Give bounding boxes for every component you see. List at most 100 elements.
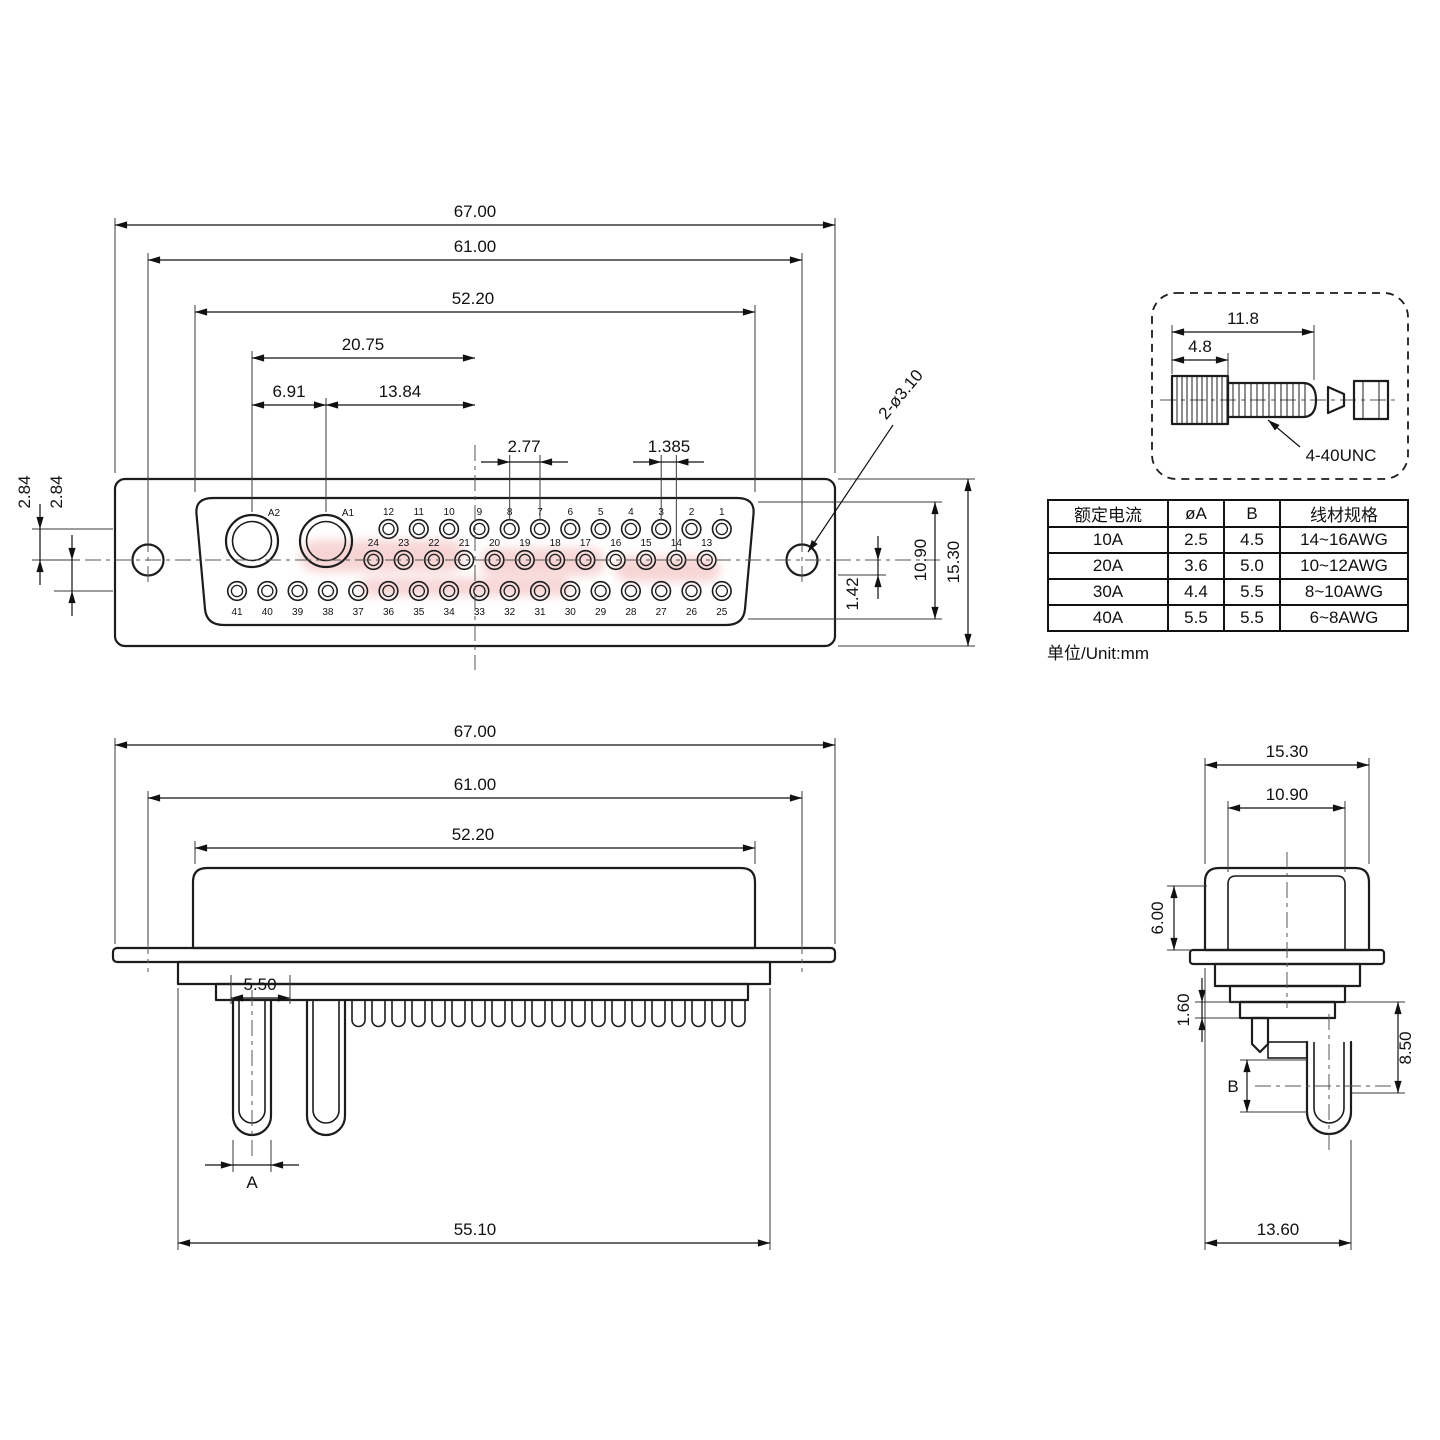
dim-front-face-height: 10.90 bbox=[911, 501, 939, 620]
pin-label-20: 20 bbox=[489, 538, 501, 549]
dim-side-cup-offset-label: 5.50 bbox=[243, 975, 276, 994]
spec-cell-3-3: 6~8AWG bbox=[1279, 604, 1409, 632]
spec-cell-0-1: 2.5 bbox=[1167, 526, 1225, 554]
screw-thread-lines bbox=[1232, 383, 1306, 417]
pin-10 bbox=[439, 518, 460, 540]
pin-hole-6 bbox=[564, 522, 577, 536]
pin-label-39: 39 bbox=[292, 607, 304, 618]
pin-label-24: 24 bbox=[368, 538, 380, 549]
pin-hole-12 bbox=[382, 522, 395, 536]
pin-label-37: 37 bbox=[353, 607, 365, 618]
pin-label-25: 25 bbox=[716, 607, 728, 618]
dim-profile-cup-length-label: 8.50 bbox=[1396, 1031, 1415, 1064]
dim-side-width-body-label: 52.20 bbox=[452, 825, 495, 844]
pin-41 bbox=[226, 580, 248, 602]
solder-cup-small bbox=[551, 1000, 566, 1028]
pin-25 bbox=[711, 580, 732, 602]
dim-side-cup-offset: 5.50 bbox=[230, 975, 291, 1002]
solder-cup-small bbox=[531, 1000, 546, 1028]
solder-cup-small bbox=[451, 1000, 466, 1028]
pin-label-30: 30 bbox=[565, 607, 577, 618]
pin-label-23: 23 bbox=[398, 538, 410, 549]
solder-cup-small bbox=[491, 1000, 506, 1028]
pin-label-11: 11 bbox=[414, 507, 425, 518]
dim-front-a1-center-label: 13.84 bbox=[379, 382, 422, 401]
dim-front-width-overall-label: 67.00 bbox=[454, 202, 497, 221]
dim-profile-front-depth: 6.00 bbox=[1148, 885, 1178, 951]
pin-4 bbox=[620, 518, 642, 540]
dim-front-row-pitch-lower-label: 2.84 bbox=[47, 475, 66, 508]
spec-cell-3-1: 5.5 bbox=[1167, 604, 1225, 632]
pin-label-4: 4 bbox=[628, 507, 634, 518]
dim-front-shell-height: 15.30 bbox=[944, 478, 972, 647]
pin-hole-26 bbox=[685, 584, 698, 598]
pin-label-13: 13 bbox=[701, 538, 713, 549]
large-cup-A1 bbox=[305, 998, 347, 1137]
pin-label-16: 16 bbox=[610, 538, 622, 549]
dim-front-width-face: 52.20 bbox=[194, 289, 756, 316]
pin-hole-27 bbox=[654, 584, 668, 598]
dim-screw-head: 4.8 bbox=[1171, 337, 1229, 364]
side-view bbox=[111, 866, 837, 1160]
pin-hole-38 bbox=[321, 584, 335, 598]
pin-label-34: 34 bbox=[444, 607, 456, 618]
spec-cell-1-2: 5.0 bbox=[1223, 552, 1281, 580]
pin-hole-28 bbox=[624, 584, 638, 598]
solder-cup-small bbox=[351, 1000, 366, 1028]
pin-hole-7 bbox=[533, 522, 547, 536]
spec-cell-1-0: 20A bbox=[1047, 552, 1169, 580]
pin-38 bbox=[317, 580, 339, 602]
solder-cup-small bbox=[671, 1000, 686, 1028]
solder-cup-small bbox=[391, 1000, 406, 1028]
solder-cup-small bbox=[631, 1000, 646, 1028]
pin-label-1: 1 bbox=[719, 507, 725, 518]
pin-36 bbox=[378, 580, 399, 602]
pin-9 bbox=[469, 518, 490, 540]
pin-label-A2: A2 bbox=[268, 508, 281, 519]
dim-front-width-face-label: 52.20 bbox=[452, 289, 495, 308]
dim-profile-depth-face-label: 10.90 bbox=[1266, 785, 1309, 804]
pin-hole-41 bbox=[230, 584, 244, 598]
pin-35 bbox=[408, 580, 429, 602]
dim-profile-cup-length: 8.50 bbox=[1394, 1001, 1415, 1094]
dim-front-shell-height-label: 15.30 bbox=[944, 541, 963, 584]
label-screw-thread: 4-40UNC bbox=[1267, 419, 1376, 465]
pin-27 bbox=[651, 580, 672, 602]
solder-cup-small bbox=[651, 1000, 666, 1028]
pin-A1 bbox=[298, 513, 354, 569]
pin-hole-35 bbox=[412, 584, 426, 598]
pin-2 bbox=[681, 518, 702, 540]
solder-cup-small bbox=[711, 1000, 726, 1028]
dim-front-a1-center: 13.84 bbox=[325, 382, 476, 409]
pin-label-22: 22 bbox=[428, 538, 440, 549]
dim-side-cup-dia-label: A bbox=[246, 1173, 258, 1192]
side-body-outline bbox=[191, 866, 757, 950]
dim-front-width-holes-label: 61.00 bbox=[454, 237, 497, 256]
pin-hole-5 bbox=[594, 522, 607, 536]
pin-34 bbox=[439, 580, 460, 602]
pin-hole-4 bbox=[624, 522, 638, 536]
spec-cell-2-0: 30A bbox=[1047, 578, 1169, 606]
dim-front-row-pitch-upper: 2.84 bbox=[15, 475, 44, 585]
solder-cup-small bbox=[431, 1000, 446, 1028]
solder-cup-small bbox=[371, 1000, 386, 1028]
spec-header-0: 额定电流 bbox=[1047, 499, 1169, 528]
extension-lines bbox=[32, 218, 1405, 1250]
pin-label-21: 21 bbox=[459, 538, 471, 549]
solder-cup-small bbox=[411, 1000, 426, 1028]
dim-front-a2-center: 20.75 bbox=[251, 335, 476, 362]
profile-contact-bridge bbox=[1267, 1041, 1308, 1059]
pin-hole-36 bbox=[382, 584, 395, 598]
pin-5 bbox=[590, 518, 611, 540]
dim-front-hole-offset: 1.42 bbox=[843, 536, 882, 611]
dim-side-width-rear-label: 55.10 bbox=[454, 1220, 497, 1239]
profile-solder-cup-inner bbox=[1313, 1042, 1345, 1124]
spec-cell-2-1: 4.4 bbox=[1167, 578, 1225, 606]
pin-3 bbox=[651, 518, 672, 540]
dim-profile-depth-overall: 13.60 bbox=[1204, 1220, 1352, 1247]
unit-note: 单位/Unit:mm bbox=[1047, 644, 1149, 663]
pin-hole-13 bbox=[700, 553, 713, 567]
